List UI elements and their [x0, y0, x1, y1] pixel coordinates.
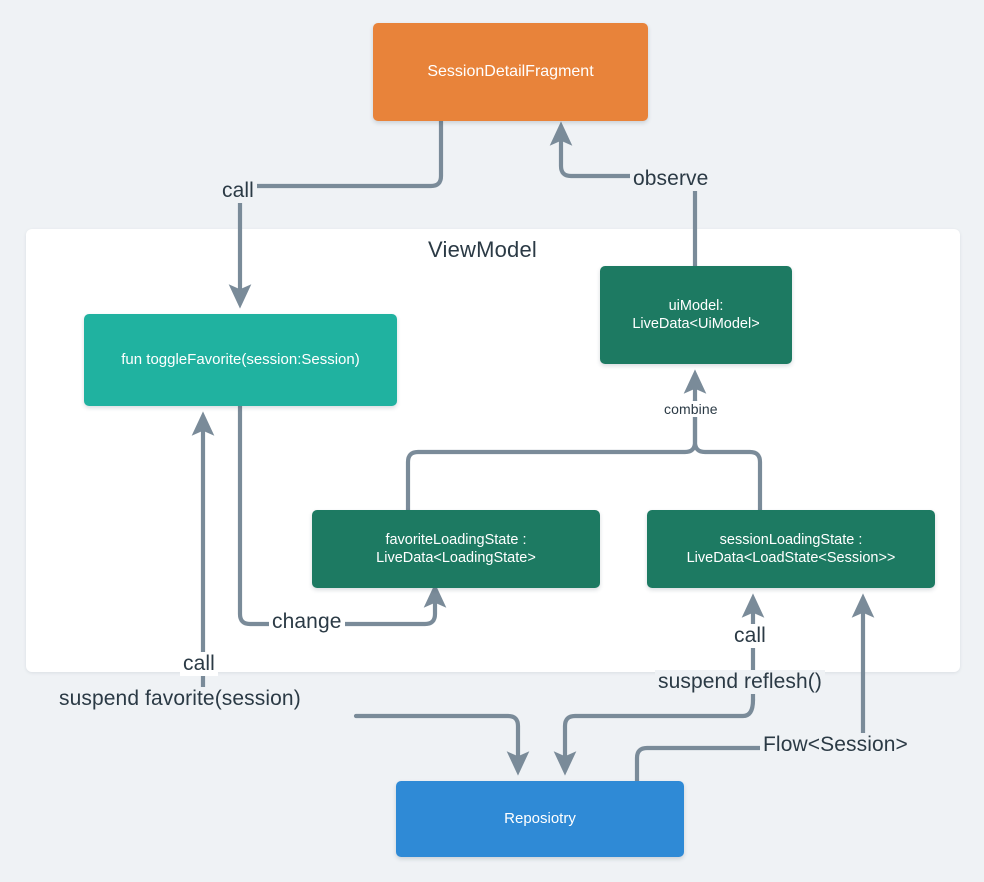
node-session-detail-fragment[interactable]: SessionDetailFragment: [373, 23, 648, 121]
edge-label-combine: combine: [661, 401, 721, 417]
node-ui-model-line2: LiveData<UiModel>: [632, 316, 760, 332]
edge-label-suspend-reflesh: suspend reflesh(): [655, 670, 825, 694]
node-favorite-loading-state-line1: favoriteLoadingState :: [385, 531, 527, 548]
node-ui-model-line1: uiModel:: [668, 297, 724, 314]
edge-label-change: change: [269, 610, 345, 634]
edge-label-suspend-favorite: suspend favorite(session): [56, 687, 304, 711]
viewmodel-panel-title: ViewModel: [428, 237, 538, 262]
node-ui-model-label: uiModel: LiveData<UiModel>: [632, 297, 759, 333]
edge-label-flow-session: Flow<Session>: [760, 733, 911, 757]
node-session-loading-state-label: sessionLoadingState : LiveData<LoadState…: [687, 531, 896, 567]
node-session-detail-fragment-label: SessionDetailFragment: [427, 63, 594, 80]
edge-label-call-top: call: [219, 179, 257, 203]
node-favorite-loading-state-line2: LiveData<LoadingState>: [376, 550, 536, 566]
node-toggle-favorite-label: fun toggleFavorite(session:Session): [121, 350, 360, 368]
node-favorite-loading-state-label: favoriteLoadingState : LiveData<LoadingS…: [376, 531, 536, 567]
edge-label-call-right: call: [731, 624, 769, 648]
edge-suspend-favorite-to-repository: [353, 713, 530, 776]
node-toggle-favorite[interactable]: fun toggleFavorite(session:Session): [84, 314, 397, 406]
edge-label-call-left: call: [180, 652, 218, 676]
node-favorite-loading-state[interactable]: favoriteLoadingState : LiveData<LoadingS…: [312, 510, 600, 588]
node-repository-label: Reposiotry: [504, 809, 576, 827]
node-ui-model[interactable]: uiModel: LiveData<UiModel>: [600, 266, 792, 364]
node-repository[interactable]: Reposiotry: [396, 781, 684, 857]
edge-suspend-reflesh-to-repository: [553, 697, 756, 776]
edge-label-observe: observe: [630, 167, 712, 191]
node-session-loading-state[interactable]: sessionLoadingState : LiveData<LoadState…: [647, 510, 935, 588]
node-session-loading-state-line2: LiveData<LoadState<Session>>: [686, 550, 896, 566]
edge-combine-session-branch: [692, 397, 763, 513]
node-session-loading-state-line1: sessionLoadingState :: [719, 531, 863, 548]
